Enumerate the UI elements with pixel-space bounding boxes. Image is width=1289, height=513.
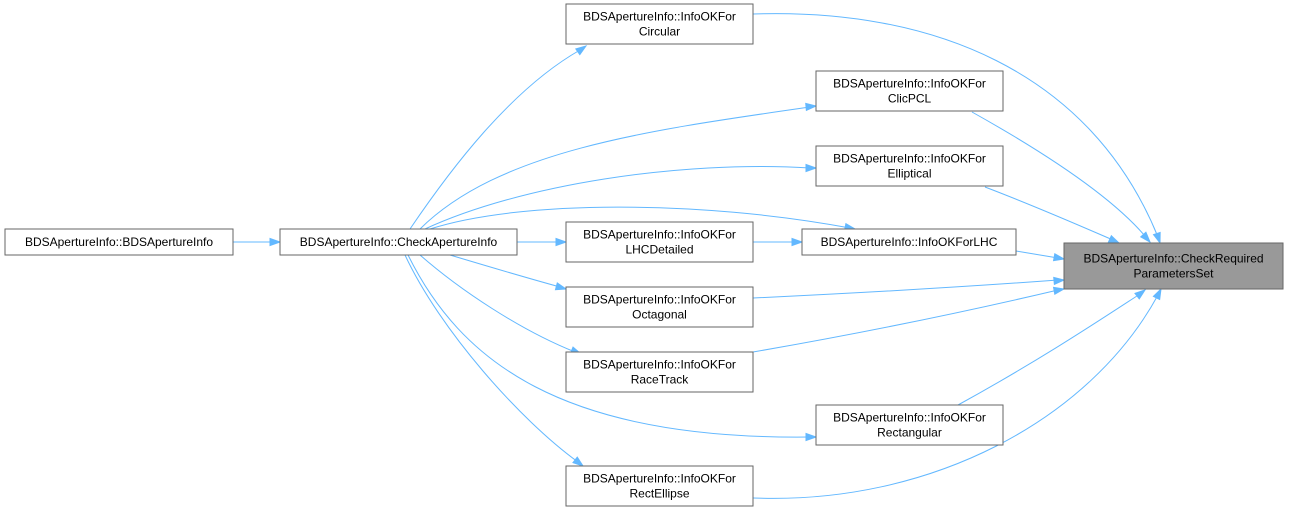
- arrowhead-icon: [1052, 286, 1066, 296]
- node-label-line: ParametersSet: [1133, 267, 1214, 281]
- edge-lhc-to-check_required: [1015, 250, 1066, 262]
- edge-check_aperture-to-elliptical: [424, 163, 818, 230]
- arrowhead-icon: [1052, 252, 1066, 262]
- arrowhead-icon: [574, 45, 588, 56]
- node-box: [565, 221, 754, 263]
- node-box: [565, 286, 754, 328]
- node-box: [279, 228, 518, 256]
- edge-line: [409, 49, 581, 230]
- arrowhead-icon: [1139, 231, 1152, 244]
- node-label-line: LHCDetailed: [625, 243, 693, 257]
- node-label-line: Octagonal: [632, 308, 687, 322]
- edge-check_aperture-to-lhcdetailed: [517, 237, 568, 247]
- node-label-line: BDSApertureInfo::InfoOKFor: [583, 228, 736, 242]
- node-check-aperture[interactable]: BDSApertureInfo::CheckApertureInfo: [279, 228, 518, 256]
- arrowhead-icon: [554, 282, 568, 291]
- node-box: [801, 228, 1017, 256]
- node-label-line: BDSApertureInfo::InfoOKForLHC: [821, 235, 998, 249]
- node-label-line: BDSApertureInfo::CheckApertureInfo: [300, 235, 498, 249]
- node-label-line: BDSApertureInfo::InfoOKFor: [833, 77, 986, 91]
- nodes-layer: BDSApertureInfo::CheckRequiredParameters…: [4, 3, 1284, 507]
- edge-line: [752, 294, 1159, 499]
- node-box: [565, 351, 754, 393]
- node-label-line: Elliptical: [887, 167, 931, 181]
- node-box: [565, 465, 754, 507]
- edge-rectangular-to-check_required: [957, 289, 1147, 406]
- edge-check_aperture-to-rectellipse: [404, 254, 585, 467]
- edge-check_aperture-to-rectangular: [407, 254, 818, 442]
- arrowhead-icon: [791, 237, 804, 247]
- edge-line: [449, 254, 561, 288]
- edge-line: [419, 106, 811, 230]
- node-constructor[interactable]: BDSApertureInfo::BDSApertureInfo: [4, 228, 234, 256]
- edge-line: [419, 254, 576, 353]
- edge-circular-to-check_required: [752, 13, 1161, 245]
- node-label-line: BDSApertureInfo::InfoOKFor: [833, 152, 986, 166]
- node-label-line: BDSApertureInfo::InfoOKFor: [583, 293, 736, 307]
- node-box: [1063, 242, 1284, 290]
- arrowhead-icon: [1107, 234, 1121, 244]
- node-label-line: RectEllipse: [629, 487, 689, 501]
- node-check-required[interactable]: BDSApertureInfo::CheckRequiredParameters…: [1063, 242, 1284, 290]
- edge-line: [957, 293, 1141, 406]
- edge-check_aperture-to-octagonal: [449, 254, 568, 291]
- node-label-line: ClicPCL: [888, 92, 932, 106]
- node-box: [565, 3, 754, 45]
- arrowhead-icon: [805, 163, 818, 173]
- edge-line: [752, 279, 1059, 299]
- node-box: [815, 404, 1004, 446]
- edge-racetrack-to-check_required: [752, 286, 1066, 353]
- edge-line: [1015, 250, 1059, 259]
- arrowhead-icon: [805, 432, 818, 442]
- arrowhead-icon: [1152, 231, 1161, 245]
- node-label-line: BDSApertureInfo::InfoOKFor: [583, 358, 736, 372]
- edge-lhcdetailed-to-lhc: [753, 237, 804, 247]
- arrowhead-icon: [1152, 287, 1162, 301]
- arrowhead-icon: [805, 102, 818, 112]
- node-label-line: Circular: [639, 25, 680, 39]
- edge-line: [404, 254, 579, 463]
- node-label-line: BDSApertureInfo::InfoOKFor: [583, 472, 736, 486]
- edge-constructor-to-check_aperture: [233, 237, 282, 247]
- edge-rectellipse-to-check_required: [752, 287, 1162, 499]
- edge-line: [429, 206, 851, 230]
- node-box: [4, 228, 234, 256]
- edge-check_aperture-to-clicpcl: [419, 102, 818, 230]
- arrowhead-icon: [1053, 276, 1066, 286]
- edge-check_aperture-to-circular: [409, 45, 588, 230]
- edge-octagonal-to-check_required: [752, 276, 1066, 299]
- node-label-line: RaceTrack: [631, 373, 690, 387]
- node-label-line: BDSApertureInfo::InfoOKFor: [583, 10, 736, 24]
- arrowhead-icon: [572, 456, 585, 467]
- node-label-line: BDSApertureInfo::CheckRequired: [1083, 252, 1263, 266]
- arrowhead-icon: [555, 237, 568, 247]
- arrowhead-icon: [1134, 289, 1147, 300]
- edge-line: [752, 13, 1159, 238]
- node-label-line: Rectangular: [877, 426, 942, 440]
- edge-line: [752, 289, 1059, 353]
- node-box: [815, 145, 1004, 187]
- edge-clicpcl-to-check_required: [971, 111, 1152, 244]
- node-label-line: BDSApertureInfo::InfoOKFor: [833, 411, 986, 425]
- edge-line: [971, 111, 1146, 237]
- edge-line: [407, 254, 811, 438]
- node-lhc[interactable]: BDSApertureInfo::InfoOKForLHC: [801, 228, 1017, 256]
- node-box: [815, 70, 1004, 112]
- node-label-line: BDSApertureInfo::BDSApertureInfo: [25, 235, 213, 249]
- edge-line: [984, 186, 1114, 241]
- arrowhead-icon: [269, 237, 282, 247]
- edge-line: [424, 166, 811, 230]
